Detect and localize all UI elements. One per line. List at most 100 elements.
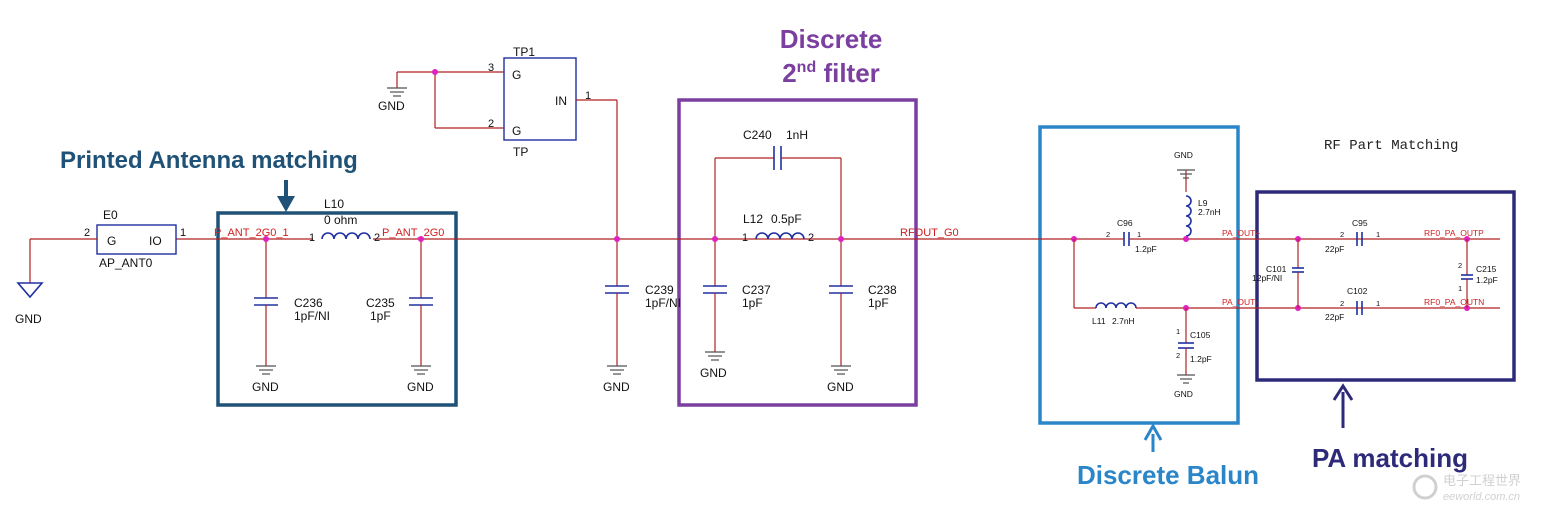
tp1-pin2: 2 — [488, 118, 494, 130]
c240-capacitor: C240 1nH — [714, 128, 842, 239]
e0-ref: E0 — [103, 208, 118, 222]
l12-pin1: 1 — [742, 232, 748, 244]
l9-gnd: GND — [1174, 150, 1193, 160]
l12-ref: L12 — [743, 212, 763, 226]
net-rf0-pa-outn: RF0_PA_OUTN — [1424, 297, 1484, 307]
c235-ref: C235 — [366, 296, 395, 310]
c238-value: 1pF — [868, 296, 889, 310]
eeworld-watermark: 电子工程世界 eeworld.com.cn — [1412, 474, 1521, 503]
c215-value: 1.2pF — [1476, 275, 1498, 285]
c235-capacitor: C235 1pF GND — [366, 239, 434, 394]
tp1-pin3: 3 — [488, 62, 494, 74]
c239-capacitor: C239 1pF/NI GND — [603, 239, 681, 394]
c96-ref: C96 — [1117, 218, 1133, 228]
c105-pin2: 2 — [1176, 351, 1180, 360]
c102-pin2: 2 — [1340, 299, 1344, 308]
c215-pin2: 2 — [1458, 261, 1462, 270]
pa-matching-box — [1255, 190, 1516, 382]
watermark-en: eeworld.com.cn — [1443, 491, 1520, 503]
e0-pin-g: G — [107, 234, 116, 248]
l10-pin1: 1 — [309, 232, 315, 244]
net-p-ant: P_ANT_2G0 — [382, 227, 444, 239]
l10-ref: L10 — [324, 197, 344, 211]
l11-ref: L11 — [1092, 316, 1106, 326]
c102-value: 22pF — [1325, 312, 1344, 322]
c236-gnd: GND — [252, 380, 279, 394]
c215-capacitor: C215 1.2pF 2 1 — [1458, 239, 1498, 308]
l10-inductor: L10 0 ohm 1 2 — [309, 197, 380, 244]
c102-ref: C102 — [1347, 286, 1368, 296]
c215-ref: C215 — [1476, 264, 1497, 274]
tp1-pin-g1: G — [512, 68, 521, 82]
c237-capacitor: C237 1pF GND — [700, 239, 771, 380]
net-rfout: RFOUT_G0 — [900, 227, 959, 239]
c95-capacitor: C95 22pF 2 1 — [1325, 218, 1380, 254]
net-pa-outp-left: PA_OUT+ — [1222, 228, 1260, 238]
junction-node — [432, 69, 438, 75]
c105-pin1: 1 — [1176, 327, 1180, 336]
c239-value: 1pF/NI — [645, 296, 681, 310]
c95-value: 22pF — [1325, 244, 1344, 254]
tp1-value: TP — [513, 145, 528, 159]
tp1-test-point: TP1 TP G G IN 3 2 1 GND — [378, 45, 618, 239]
c95-pin1: 1 — [1376, 230, 1380, 239]
c101-capacitor: C101 12pF/NI — [1252, 239, 1304, 308]
c238-gnd: GND — [827, 380, 854, 394]
c236-ref: C236 — [294, 296, 323, 310]
l9-ref: L9 — [1198, 198, 1208, 208]
e0-pin1: 1 — [180, 227, 186, 239]
c95-ref: C95 — [1352, 218, 1368, 228]
l9-inductor: GND L9 2.7nH — [1174, 150, 1221, 239]
balun-arrow — [1143, 422, 1163, 452]
c105-gnd: GND — [1174, 389, 1193, 399]
tp1-pin1: 1 — [585, 90, 591, 102]
c105-capacitor: C105 1.2pF 1 2 GND — [1174, 308, 1212, 399]
l10-pin2: 2 — [374, 232, 380, 244]
l11-inductor: L11 2.7nH — [1092, 302, 1500, 326]
l12-pin2: 2 — [808, 232, 814, 244]
c96-pin2: 2 — [1106, 230, 1110, 239]
c105-ref: C105 — [1190, 330, 1211, 340]
c235-gnd: GND — [407, 380, 434, 394]
balun-section-title: Discrete Balun — [1077, 460, 1259, 490]
pa-section-title: PA matching — [1312, 443, 1468, 473]
junction-node — [1183, 236, 1189, 242]
c101-ref: C101 — [1266, 264, 1287, 274]
tp1-ref: TP1 — [513, 45, 535, 59]
l12-value: 0.5pF — [771, 212, 802, 226]
balun-box — [1038, 125, 1240, 425]
rf-part-matching-label: RF Part Matching — [1324, 138, 1458, 154]
c96-capacitor: C96 1.2pF 2 1 — [1106, 218, 1500, 254]
e0-pin2: 2 — [84, 227, 90, 239]
junction-node — [418, 236, 424, 242]
antenna-section-title: Printed Antenna matching — [60, 147, 358, 174]
c215-pin1: 1 — [1458, 284, 1462, 293]
junction-node — [263, 236, 269, 242]
c96-value: 1.2pF — [1135, 244, 1157, 254]
filter-section-title-line2: 2nd filter — [782, 58, 880, 88]
tp1-pin-g2: G — [512, 124, 521, 138]
watermark-cn: 电子工程世界 — [1443, 474, 1521, 489]
e0-pin-io: IO — [149, 234, 162, 248]
c235-value: 1pF — [370, 309, 391, 323]
filter-box — [677, 98, 918, 407]
c237-gnd: GND — [700, 366, 727, 380]
c96-pin1: 1 — [1137, 230, 1141, 239]
tp1-pin-in: IN — [555, 94, 567, 108]
c101-value: 12pF/NI — [1252, 273, 1282, 283]
c238-ref: C238 — [868, 283, 897, 297]
l9-value: 2.7nH — [1198, 207, 1221, 217]
c236-value: 1pF/NI — [294, 309, 330, 323]
e0-antenna-component: E0 G IO 2 1 AP_ANT0 GND — [15, 208, 186, 326]
c102-pin1: 1 — [1376, 299, 1380, 308]
tp1-gnd: GND — [378, 99, 405, 113]
c236-capacitor: C236 1pF/NI GND — [252, 239, 330, 394]
filter-section-title-line1: Discrete — [780, 24, 883, 54]
c95-pin2: 2 — [1340, 230, 1344, 239]
c239-gnd: GND — [603, 380, 630, 394]
c238-capacitor: C238 1pF GND — [827, 239, 897, 394]
antenna-arrow — [277, 180, 295, 212]
antenna-matching-box — [216, 211, 458, 407]
e0-value: AP_ANT0 — [99, 256, 153, 270]
